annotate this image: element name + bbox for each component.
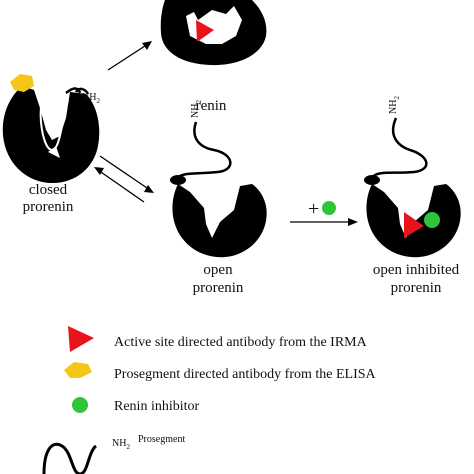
renin-body <box>160 0 267 66</box>
legend: Active site directed antibody from the I… <box>42 326 377 474</box>
renin-active-site-antibody <box>196 20 214 42</box>
inhibited-prorenin-body <box>366 184 461 258</box>
inhibited-active-site-antibody <box>404 212 424 238</box>
label-open-inhibited-1: open inhibited <box>373 262 460 278</box>
inhibited-prosegment <box>370 117 428 179</box>
inhibited-nh2-label: NH2 <box>388 96 401 114</box>
closed-prorenin-body <box>2 86 100 184</box>
legend-elisa-antibody-icon <box>64 362 92 378</box>
closed-nh2-label: NH2 <box>82 92 100 105</box>
open-prorenin-body <box>172 184 267 258</box>
open-prorenin-prosegment <box>176 121 232 179</box>
open-prorenin-molecule <box>170 121 267 258</box>
open-inhibited-prorenin-molecule <box>364 117 461 258</box>
legend-irma-antibody-icon <box>68 326 94 352</box>
legend-inhibitor-text: Renin inhibitor <box>114 399 200 414</box>
open-nh2-label: NH2 <box>190 100 203 118</box>
legend-active-site-text: Active site directed antibody from the I… <box>114 335 368 350</box>
inhibitor-dot <box>322 201 336 215</box>
closed-prorenin-molecule <box>2 74 100 184</box>
label-closed-2: prorenin <box>23 199 74 215</box>
label-renin: renin <box>196 98 227 114</box>
plus-sign: + <box>308 198 319 220</box>
closed-prosegment-elisa-antibody <box>10 74 34 92</box>
closed-prorenin-prosegment <box>65 87 82 94</box>
label-open-2: prorenin <box>193 280 244 296</box>
legend-inhibitor-icon <box>72 397 88 413</box>
label-open-inhibited-2: prorenin <box>391 280 442 296</box>
legend-prosegment-text: Prosegment <box>138 434 185 445</box>
legend-prosegment-nh2: NH2 <box>112 438 130 451</box>
label-closed-1: closed <box>29 182 68 198</box>
inhibitor-addition: + <box>290 198 358 226</box>
label-open-1: open <box>203 262 233 278</box>
legend-prosegment-icon <box>42 442 98 474</box>
equilibrium-arrows <box>94 155 154 203</box>
legend-prosegment-antibody-text: Prosegment directed antibody from the EL… <box>114 367 377 382</box>
inhibited-inhibitor-dot <box>424 212 440 228</box>
arrow-to-renin <box>107 41 152 71</box>
renin-molecule <box>160 0 267 66</box>
